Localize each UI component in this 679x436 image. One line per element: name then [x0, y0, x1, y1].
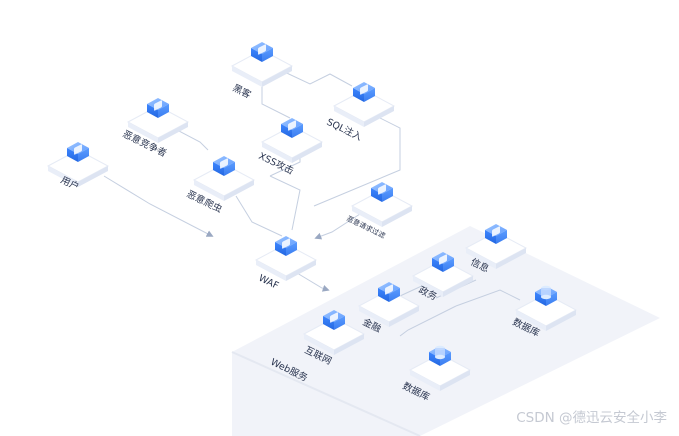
- hacker-label: 黑客: [231, 82, 254, 101]
- crawler-tile-side: [194, 180, 224, 201]
- news-tile-side: [466, 248, 496, 269]
- db1-tile-side-right: [440, 370, 470, 391]
- xss-tile-side: [262, 142, 292, 163]
- gov-tile-side: [413, 276, 443, 297]
- database-icon: [429, 345, 451, 366]
- db2-tile-side: [516, 310, 546, 331]
- finance-tile-side: [359, 306, 389, 327]
- user-icon: [67, 141, 89, 162]
- web-service-platform-edge: [231, 351, 421, 436]
- code-attack-icon: [281, 117, 303, 138]
- db1-tile-side: [410, 370, 440, 391]
- sqli-tile-side-right: [364, 106, 394, 127]
- news-tile-side-right: [496, 248, 526, 269]
- crawler-icon: [213, 155, 235, 176]
- db2-tile-side-right: [546, 310, 576, 331]
- user-node: [46, 141, 110, 187]
- hacker-node: [230, 41, 294, 87]
- gov-tile-side-right: [443, 276, 473, 297]
- news-node: [464, 223, 528, 269]
- waf-tile-side: [256, 260, 286, 281]
- hacker-tile-side-right: [262, 66, 292, 87]
- xss-node: [260, 117, 324, 163]
- government-icon: [432, 251, 454, 272]
- watermark: CSDN @德迅云安全小李: [516, 410, 667, 426]
- filter-tile-side-right: [382, 206, 412, 227]
- internet-tile-side: [304, 334, 334, 355]
- db2-node: [514, 285, 578, 331]
- finance-icon: [378, 281, 400, 302]
- user-tile-side: [48, 166, 78, 187]
- hacker-tile-side: [232, 66, 262, 87]
- internet-node: [302, 309, 366, 355]
- competitor-icon: [147, 97, 169, 118]
- sqli-node: [332, 81, 396, 127]
- internet-icon: [323, 309, 345, 330]
- filter-icon: [371, 181, 393, 202]
- filter-node: [350, 181, 414, 227]
- finance-node: [357, 281, 421, 327]
- user-icon: [251, 41, 273, 62]
- waf-node: [254, 235, 318, 281]
- crawler-tile-side-right: [224, 180, 254, 201]
- bot-node: [126, 97, 190, 143]
- xss-tile-side-right: [292, 142, 322, 163]
- db1-node: [408, 345, 472, 391]
- sqli-tile-side: [334, 106, 364, 127]
- filter-tile-side: [352, 206, 382, 227]
- database-icon: [535, 285, 557, 306]
- gov-node: [411, 251, 475, 297]
- internet-tile-side-right: [334, 334, 364, 355]
- database-attack-icon: [353, 81, 375, 102]
- web-service-platform: [232, 226, 660, 436]
- bot-tile-side: [128, 122, 158, 143]
- firewall-icon: [275, 235, 297, 256]
- user-tile-side-right: [78, 166, 108, 187]
- finance-tile-side-right: [389, 306, 419, 327]
- news-icon: [485, 223, 507, 244]
- waf-tile-side-right: [286, 260, 316, 281]
- bot-tile-side-right: [158, 122, 188, 143]
- crawler-node: [192, 155, 256, 201]
